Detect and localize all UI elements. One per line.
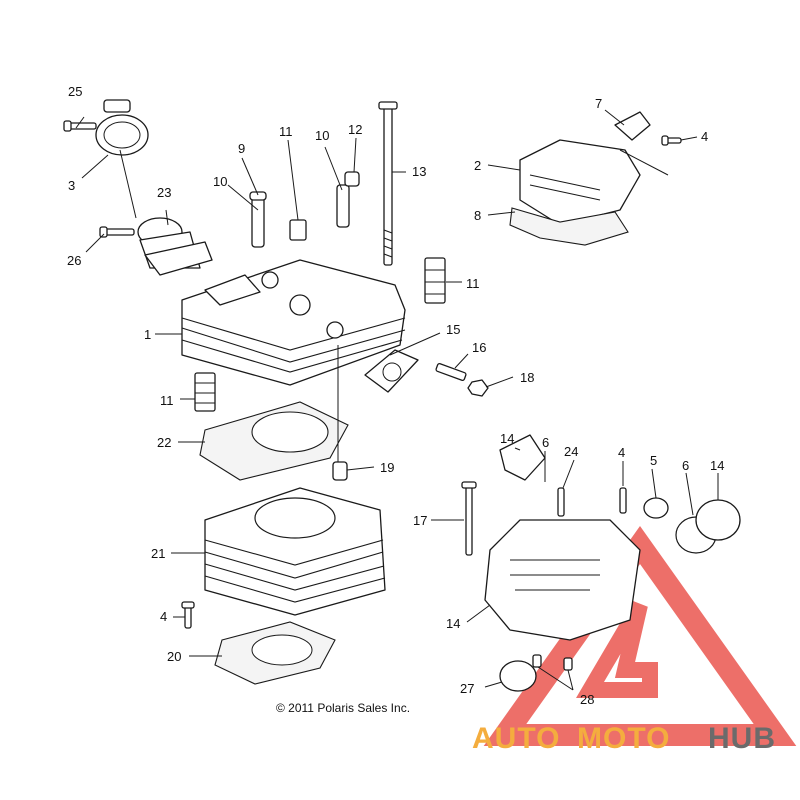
dowel-19 bbox=[332, 461, 348, 481]
head-gasket bbox=[199, 401, 349, 481]
callout-10a: 10 bbox=[315, 128, 329, 143]
callout-12: 12 bbox=[348, 122, 362, 137]
base-gasket bbox=[181, 601, 336, 685]
callout-3: 3 bbox=[68, 178, 75, 193]
callout-11c: 11 bbox=[160, 393, 174, 408]
callout-28: 28 bbox=[580, 692, 594, 707]
dampers bbox=[194, 257, 446, 412]
callout-9: 9 bbox=[238, 141, 245, 156]
exhaust-gasket bbox=[364, 349, 489, 397]
callout-19: 19 bbox=[380, 460, 394, 475]
intake-boot bbox=[99, 217, 213, 276]
callout-27: 27 bbox=[460, 681, 474, 696]
cylinder-block bbox=[204, 487, 386, 616]
callout-18: 18 bbox=[520, 370, 534, 385]
callout-6b: 6 bbox=[682, 458, 689, 473]
copyright-notice: © 2011 Polaris Sales Inc. bbox=[276, 701, 410, 715]
callout-6a: 6 bbox=[542, 435, 549, 450]
watermark-logo bbox=[483, 526, 797, 746]
callout-labels: 25 3 23 26 7 2 8 4 11 10 12 9 10 13 11 1… bbox=[67, 84, 724, 707]
cylinder-head bbox=[181, 259, 406, 386]
watermark-text: AUTO MOTO HUB bbox=[472, 722, 776, 755]
callout-5: 5 bbox=[650, 453, 657, 468]
callout-14c: 14 bbox=[446, 616, 460, 631]
callout-14a: 14 bbox=[500, 431, 514, 446]
callout-24: 24 bbox=[564, 444, 578, 459]
callout-26: 26 bbox=[67, 253, 81, 268]
callout-7: 7 bbox=[595, 96, 602, 111]
callout-23: 23 bbox=[157, 185, 171, 200]
clamp-assembly bbox=[63, 99, 149, 156]
stud-13 bbox=[378, 101, 398, 266]
callout-25: 25 bbox=[68, 84, 82, 99]
callout-15: 15 bbox=[446, 322, 460, 337]
crankcase-assembly bbox=[461, 434, 741, 692]
valve-guides bbox=[249, 171, 360, 248]
watermark-hub: HUB bbox=[708, 722, 776, 755]
callout-2: 2 bbox=[474, 158, 481, 173]
callout-11a: 11 bbox=[279, 124, 293, 139]
callout-14b: 14 bbox=[710, 458, 724, 473]
callout-4a: 4 bbox=[701, 129, 708, 144]
callout-21: 21 bbox=[151, 546, 165, 561]
valve-cover-assembly bbox=[509, 111, 682, 246]
leader-lines bbox=[75, 109, 719, 691]
callout-4b: 4 bbox=[160, 609, 167, 624]
watermark-auto: AUTO bbox=[472, 722, 560, 755]
watermark-moto: MOTO bbox=[577, 722, 670, 755]
callout-16: 16 bbox=[472, 340, 486, 355]
callout-1: 1 bbox=[144, 327, 151, 342]
callout-4c: 4 bbox=[618, 445, 625, 460]
callout-10b: 10 bbox=[213, 174, 227, 189]
callout-13: 13 bbox=[412, 164, 426, 179]
callout-11b: 11 bbox=[466, 276, 480, 291]
callout-20: 20 bbox=[167, 649, 181, 664]
callout-17: 17 bbox=[413, 513, 427, 528]
callout-8: 8 bbox=[474, 208, 481, 223]
callout-22: 22 bbox=[157, 435, 171, 450]
